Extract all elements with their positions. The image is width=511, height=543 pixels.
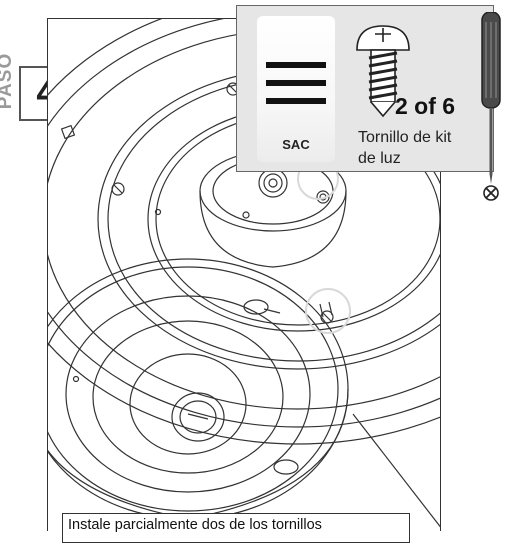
- screw-description-line: de luz: [358, 150, 401, 167]
- step-word: PASO: [0, 52, 17, 110]
- screw-description: Tornillo de kit de luz: [358, 127, 478, 169]
- bag-stripe: [266, 98, 326, 104]
- parts-callout-panel: SAC 2 of 6 Tornillo de kit de luz: [236, 5, 494, 172]
- bag-stripe: [266, 62, 326, 68]
- step-word-label: PASO: [0, 40, 18, 120]
- bag-stripe: [266, 80, 326, 86]
- phillips-screwdriver-icon: [481, 12, 501, 201]
- screw-quantity: 2 of 6: [395, 93, 456, 119]
- screw-description-line: Tornillo de kit: [358, 129, 452, 146]
- assembly-illustration: [47, 18, 441, 531]
- screw-icon: [356, 25, 410, 118]
- bag-label: SAC: [282, 137, 310, 152]
- hardware-bag: SAC: [257, 16, 335, 162]
- instruction-caption: Instale parcialmente dos de los tornillo…: [62, 513, 410, 543]
